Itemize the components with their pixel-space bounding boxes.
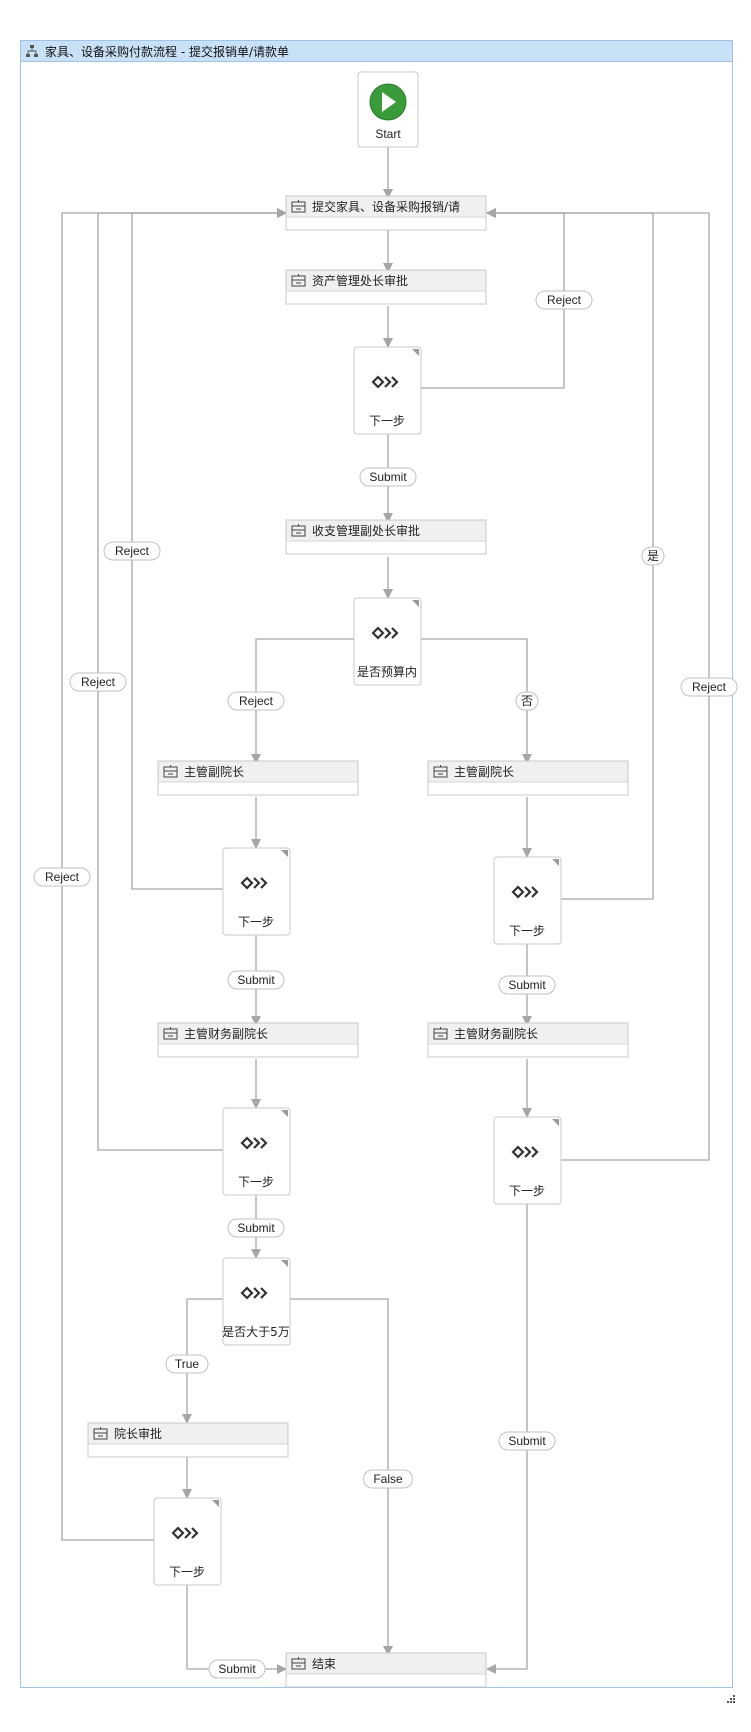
decision-label: 下一步 (238, 915, 274, 929)
edge-label-text: Submit (508, 978, 546, 992)
edge-label-e16[interactable]: Submit (208, 1659, 266, 1679)
edge-label-e4[interactable]: Reject (69, 672, 127, 692)
edge-label-e13[interactable]: True (165, 1354, 209, 1374)
decision-label: 是否大于5万 (222, 1325, 290, 1339)
activity-a5[interactable]: 主管副院长 (427, 760, 629, 796)
decision-d5[interactable]: 下一步 (222, 1107, 291, 1196)
corner-marker-icon (552, 1119, 559, 1126)
decision-label: 下一步 (509, 924, 545, 938)
decision-d6[interactable]: 下一步 (493, 1116, 562, 1205)
activity-label: 主管副院长 (184, 764, 244, 779)
connector (421, 638, 532, 764)
connector (186, 1585, 287, 1674)
corner-marker-icon (281, 1110, 288, 1117)
activity-a2[interactable]: 资产管理处长审批 (285, 269, 487, 305)
start-label: Start (375, 127, 401, 141)
decision-label: 是否预算内 (357, 664, 417, 679)
edge-label-e6[interactable]: Reject (227, 691, 285, 711)
edge-label-text: Submit (237, 973, 275, 987)
decision-d1[interactable]: 下一步 (353, 346, 422, 435)
workflow-designer-frame: 家具、设备采购付款流程 - 提交报销单/请款单 (20, 40, 733, 1688)
activity-label: 主管财务副院长 (184, 1026, 268, 1041)
decision-label: 下一步 (369, 414, 405, 428)
activity-a8[interactable]: 院长审批 (87, 1422, 289, 1458)
activity-label: 院长审批 (114, 1426, 162, 1441)
title-bar: 家具、设备采购付款流程 - 提交报销单/请款单 (21, 41, 732, 62)
edge-label-text: Reject (45, 870, 80, 884)
edge-label-text: Reject (81, 675, 116, 689)
edge-label-e3[interactable]: Reject (103, 541, 161, 561)
window-title: 家具、设备采购付款流程 - 提交报销单/请款单 (45, 44, 290, 59)
connector (486, 208, 710, 1161)
decision-label: 下一步 (509, 1184, 545, 1198)
play-icon (382, 92, 396, 112)
edge-label-e2[interactable]: Submit (359, 467, 417, 487)
edge-label-text: Submit (237, 1221, 275, 1235)
edge-label-e7[interactable]: 否 (515, 691, 539, 711)
edge-label-text: Reject (115, 544, 150, 558)
start-node[interactable]: Start (357, 71, 419, 148)
corner-marker-icon (412, 600, 419, 607)
edge-label-e5[interactable]: Reject (33, 867, 91, 887)
edge-label-text: True (175, 1357, 200, 1371)
activity-label: 提交家具、设备采购报销/请 (312, 199, 460, 214)
corner-marker-icon (281, 850, 288, 857)
edge-label-e9[interactable]: Reject (680, 677, 738, 697)
activity-label: 主管财务副院长 (454, 1026, 538, 1041)
corner-marker-icon (552, 859, 559, 866)
activity-a6[interactable]: 主管财务副院长 (157, 1022, 359, 1058)
edge-label-e10[interactable]: Submit (227, 970, 285, 990)
decision-d2[interactable]: 是否预算内 (353, 597, 422, 686)
corner-marker-icon (412, 349, 419, 356)
edge-label-e8[interactable]: 是 (641, 546, 665, 566)
edge-label-text: 是 (647, 549, 659, 563)
edge-label-e12[interactable]: Submit (227, 1218, 285, 1238)
resize-grip-icon[interactable] (724, 1692, 736, 1704)
activity-label: 结束 (312, 1657, 336, 1671)
corner-marker-icon (281, 1260, 288, 1267)
connector (182, 1298, 223, 1424)
activity-a7[interactable]: 主管财务副院长 (427, 1022, 629, 1058)
activity-label: 主管副院长 (454, 764, 514, 779)
decision-label: 下一步 (238, 1175, 274, 1189)
decision-d7[interactable]: 是否大于5万 (222, 1257, 291, 1346)
corner-marker-icon (212, 1500, 219, 1507)
activity-a3[interactable]: 收支管理副处长审批 (285, 519, 487, 555)
connector (290, 1298, 393, 1656)
connector (486, 208, 654, 900)
edge-label-text: 否 (521, 694, 533, 708)
edge-label-text: False (373, 1472, 403, 1486)
connector (251, 638, 354, 764)
activity-label: 资产管理处长审批 (312, 273, 408, 288)
activity-a9[interactable]: 结束 (285, 1652, 487, 1688)
activity-a4[interactable]: 主管副院长 (157, 760, 359, 796)
activity-a1[interactable]: 提交家具、设备采购报销/请 (285, 195, 487, 231)
edge-label-text: Reject (239, 694, 274, 708)
decision-label: 下一步 (169, 1565, 205, 1579)
decision-d4[interactable]: 下一步 (493, 856, 562, 945)
connector (486, 1204, 528, 1674)
edge-label-e1[interactable]: Reject (535, 290, 593, 310)
flowchart-icon (26, 45, 38, 57)
edge-label-text: Reject (547, 293, 582, 307)
decision-d8[interactable]: 下一步 (153, 1497, 222, 1586)
edge-label-e11[interactable]: Submit (498, 975, 556, 995)
edge-label-text: Submit (508, 1434, 546, 1448)
edge-label-text: Reject (692, 680, 727, 694)
decision-d3[interactable]: 下一步 (222, 847, 291, 936)
activity-label: 收支管理副处长审批 (312, 523, 420, 538)
edge-label-e14[interactable]: Submit (498, 1431, 556, 1451)
edge-label-e15[interactable]: False (363, 1469, 413, 1489)
edge-label-text: Submit (218, 1662, 256, 1676)
edge-label-text: Submit (369, 470, 407, 484)
